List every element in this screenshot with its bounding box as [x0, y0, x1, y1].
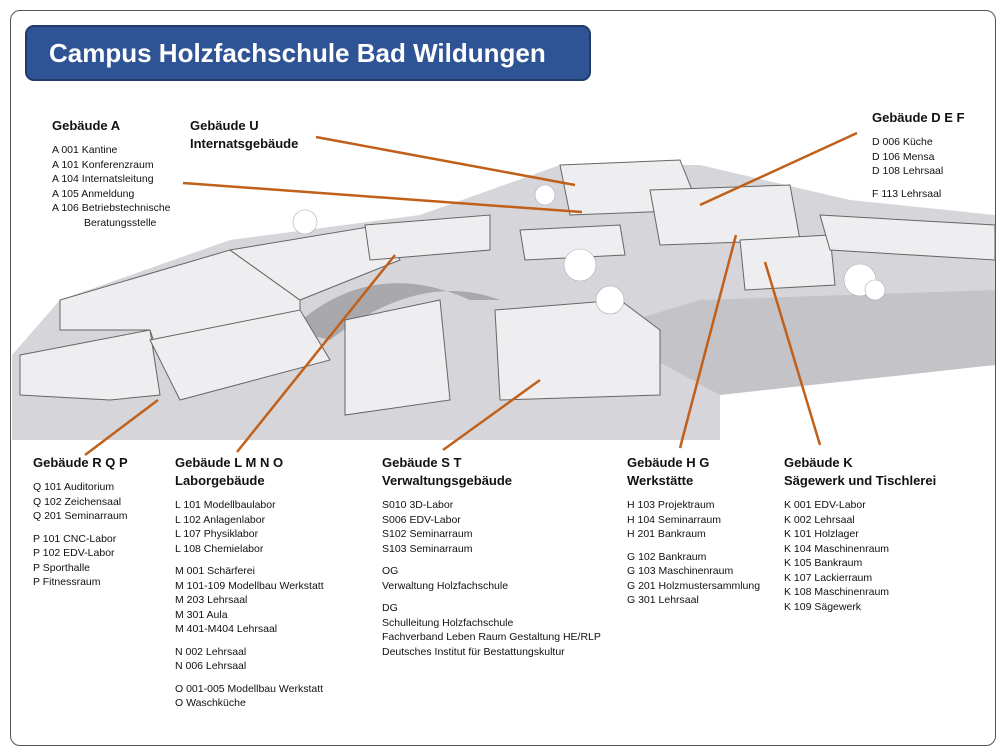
- room: P 101 CNC-Labor: [33, 532, 117, 545]
- building-a-heading: Gebäude A: [52, 118, 121, 133]
- room: M 001 Schärferei: [175, 565, 255, 577]
- room: H 104 Seminarraum: [627, 513, 721, 526]
- room: P Sporthalle: [33, 561, 91, 574]
- room: M 301 Aula: [175, 608, 228, 621]
- room: Beratungsstelle: [84, 216, 157, 229]
- room: K 001 EDV-Labor: [784, 499, 866, 511]
- room: Schulleitung Holzfachschule: [382, 616, 514, 629]
- room: H 103 Projektraum: [627, 499, 715, 511]
- room: Deutsches Institut für Bestattungskultur: [382, 645, 565, 658]
- building-st-legend: Gebäude S T Verwaltungsgebäude S010 3D-L…: [382, 454, 601, 659]
- room: K 105 Bankraum: [784, 557, 863, 569]
- building-u-subtitle: Internatsgebäude: [190, 136, 299, 151]
- room: Q 102 Zeichensaal: [33, 495, 122, 508]
- building-rqp-heading: Gebäude R Q P: [33, 455, 128, 470]
- room: G 102 Bankraum: [627, 550, 707, 563]
- building-u-heading: Gebäude U: [190, 118, 259, 133]
- room: L 107 Physiklabor: [175, 528, 259, 540]
- leader-line-hg: [678, 234, 738, 449]
- building-u-legend: Gebäude U Internatsgebäude: [190, 117, 298, 153]
- building-def-legend: Gebäude D E F D 006 Küche D 106 Mensa D …: [872, 109, 964, 201]
- page-frame: [10, 10, 996, 746]
- trees: [292, 184, 886, 315]
- building-a-legend: Gebäude A A 001 Kantine A 101 Konferenzr…: [52, 117, 171, 230]
- room: A 105 Anmeldung: [52, 187, 135, 200]
- building-hg-legend: Gebäude H G Werkstätte H 103 Projektraum…: [627, 454, 760, 608]
- room: L 108 Chemielabor: [175, 542, 264, 555]
- leader-line-lmno: [236, 254, 396, 453]
- room: F 113 Lehrsaal: [872, 187, 942, 200]
- building-lmno-subtitle: Laborgebäude: [175, 473, 265, 488]
- room: M 401-M404 Lehrsaal: [175, 623, 278, 635]
- room: A 101 Konferenzraum: [52, 158, 154, 171]
- building-st-heading: Gebäude S T: [382, 455, 462, 470]
- room: S102 Seminarraum: [382, 528, 473, 540]
- building-lmno-legend: Gebäude L M N O Laborgebäude L 101 Model…: [175, 454, 324, 711]
- room: S010 3D-Labor: [382, 499, 454, 511]
- room: L 102 Anlagenlabor: [175, 513, 266, 526]
- leader-line-st: [442, 378, 541, 452]
- room: K 104 Maschinenraum: [784, 542, 890, 555]
- room: N 002 Lehrsaal: [175, 645, 247, 658]
- room: K 109 Sägewerk: [784, 600, 862, 613]
- room: K 002 Lehrsaal: [784, 513, 855, 526]
- room: A 104 Internatsleitung: [52, 173, 154, 185]
- leader-lines: [84, 131, 858, 456]
- leader-line-u: [315, 135, 576, 187]
- room: G 301 Lehrsaal: [627, 594, 699, 606]
- room: G 103 Maschinenraum: [627, 565, 734, 577]
- title-banner: Campus Holzfachschule Bad Wildungen: [25, 25, 591, 81]
- room: P 102 EDV-Labor: [33, 547, 115, 559]
- room: D 106 Mensa: [872, 150, 935, 163]
- room: L 101 Modellbaulabor: [175, 499, 276, 511]
- room: M 203 Lehrsaal: [175, 594, 248, 606]
- room: H 201 Bankraum: [627, 528, 706, 540]
- room: Q 201 Seminarraum: [33, 510, 128, 522]
- room: D 108 Lehrsaal: [872, 165, 944, 177]
- room: M 101-109 Modellbau Werkstatt: [175, 579, 324, 592]
- room: S103 Seminarraum: [382, 542, 473, 555]
- room: K 101 Holzlager: [784, 528, 859, 540]
- building-k-heading: Gebäude K: [784, 455, 853, 470]
- building-lmno-heading: Gebäude L M N O: [175, 455, 284, 470]
- building-hg-heading: Gebäude H G: [627, 455, 710, 470]
- page-title: Campus Holzfachschule Bad Wildungen: [49, 37, 546, 68]
- room: D 006 Küche: [872, 136, 933, 148]
- building-hg-subtitle: Werkstätte: [627, 473, 694, 488]
- room: O 001-005 Modellbau Werkstatt: [175, 682, 324, 695]
- room: G 201 Holzmustersammlung: [627, 579, 761, 592]
- building-k-subtitle: Sägewerk und Tischlerei: [784, 473, 937, 488]
- leader-line-rqp: [84, 399, 159, 456]
- room: O Waschküche: [175, 697, 246, 709]
- leader-line-k: [763, 261, 822, 446]
- building-rqp-legend: Gebäude R Q P Q 101 Auditorium Q 102 Zei…: [33, 454, 128, 590]
- room: Fachverband Leben Raum Gestaltung HE/RLP: [382, 631, 601, 643]
- room: N 006 Lehrsaal: [175, 660, 247, 672]
- room: A 106 Betriebstechnische: [52, 202, 171, 214]
- buildings: [19, 159, 996, 416]
- room: Q 101 Auditorium: [33, 481, 115, 493]
- building-k-legend: Gebäude K Sägewerk und Tischlerei K 001 …: [784, 454, 936, 614]
- building-st-subtitle: Verwaltungsgebäude: [382, 473, 513, 488]
- room: P Fitnessraum: [33, 576, 101, 588]
- leader-line-def: [699, 131, 858, 207]
- leader-line-a: [182, 181, 583, 214]
- building-def-heading: Gebäude D E F: [872, 110, 965, 125]
- room: Verwaltung Holzfachschule: [382, 579, 509, 592]
- room: K 108 Maschinenraum: [784, 586, 890, 598]
- room: OG: [382, 565, 399, 577]
- room: A 001 Kantine: [52, 144, 118, 156]
- room: K 107 Lackierraum: [784, 571, 873, 584]
- room: S006 EDV-Labor: [382, 513, 461, 526]
- room: DG: [382, 602, 398, 614]
